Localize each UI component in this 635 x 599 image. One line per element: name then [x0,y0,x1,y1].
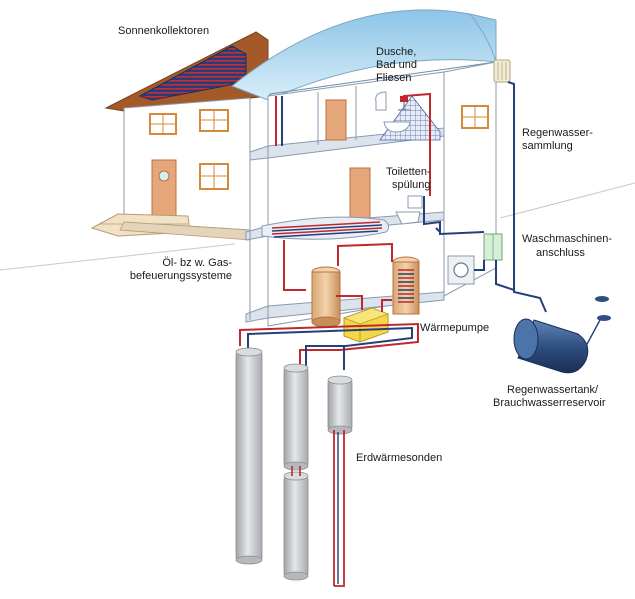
label-toilet-line2: spülung [392,179,431,191]
sink [383,121,411,133]
label-shower-line1: Dusche, [376,46,416,58]
label-heatpump: Wärmepumpe [420,322,489,334]
label-rainwater-line1: Regenwasser- [522,127,593,139]
label-toilet-line1: Toiletten- [386,166,431,178]
front-door [151,159,177,217]
label-shower-line3: Fliesen [376,72,411,84]
oil-gas-boiler [311,271,341,323]
probe [235,347,263,565]
hot-pipes [239,92,431,366]
label-rainwater-line2: sammlung [522,140,573,152]
interior-door [325,99,347,141]
bathroom [375,91,441,141]
label-washer-line2: anschluss [536,247,585,259]
basement-equipment [311,256,420,343]
label-solar-collectors: Sonnenkollektoren [118,25,209,37]
left-wing [90,31,269,241]
geothermal-probes [235,347,353,587]
probe [327,375,353,587]
label-oilgas-line1: Öl- bz w. Gas- [162,257,232,269]
label-washer-line1: Waschmaschinen- [522,233,612,245]
label-probes: Erdwärmesonden [356,452,442,464]
underfloor-heating-coil [261,216,390,240]
label-shower-line2: Bad und [376,59,417,71]
probe [283,363,309,581]
ground-line [0,182,635,271]
interior-door [349,167,371,219]
cold-pipes [247,81,547,370]
toilet [395,195,423,225]
label-tank-line2: Brauchwasserreservoir [493,397,606,409]
label-tank-line1: Regenwassertank/ [507,384,599,396]
washing-machine [447,255,475,285]
rainwater-filter-unit [483,233,503,261]
label-oilgas-line2: befeuerungssysteme [130,270,232,282]
solar-collector-panel [138,45,247,101]
glass-roof [231,9,497,101]
rainwater-tank [513,296,611,374]
